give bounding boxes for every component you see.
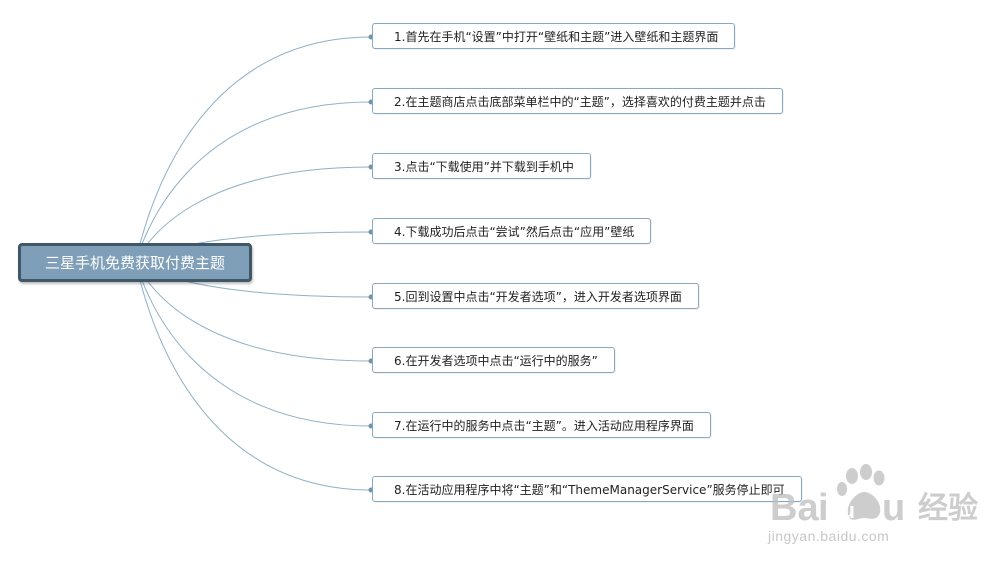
step-label: 2.在主题商店点击底部菜单栏中的“主题”，选择喜欢的付费主题并点击	[394, 94, 766, 109]
step-node-2[interactable]: 2.在主题商店点击底部菜单栏中的“主题”，选择喜欢的付费主题并点击	[372, 88, 783, 114]
step-label: 6.在开发者选项中点击“运行中的服务”	[394, 353, 598, 368]
step-label: 8.在活动应用程序中将“主题”和“ThemeManagerService”服务停…	[394, 482, 785, 497]
connector-line-7	[134, 261, 372, 427]
step-label: 7.在运行中的服务中点击“主题”。进入活动应用程序界面	[394, 418, 694, 433]
connector-line-1	[134, 36, 372, 263]
step-node-6[interactable]: 6.在开发者选项中点击“运行中的服务”	[372, 347, 615, 373]
step-label: 5.回到设置中点击“开发者选项”，进入开发者选项界面	[394, 289, 682, 304]
step-label: 4.下载成功后点击“尝试”然后点击“应用”壁纸	[394, 224, 635, 239]
step-label: 1.首先在手机“设置”中打开“壁纸和主题”进入壁纸和主题界面	[394, 29, 719, 44]
root-topic[interactable]: 三星手机免费获取付费主题	[18, 243, 252, 282]
step-node-5[interactable]: 5.回到设置中点击“开发者选项”，进入开发者选项界面	[372, 283, 699, 309]
connector-line-2	[134, 101, 372, 263]
step-node-4[interactable]: 4.下载成功后点击“尝试”然后点击“应用”壁纸	[372, 218, 652, 244]
step-node-7[interactable]: 7.在运行中的服务中点击“主题”。进入活动应用程序界面	[372, 412, 711, 438]
step-node-8[interactable]: 8.在活动应用程序中将“主题”和“ThemeManagerService”服务停…	[372, 476, 802, 502]
root-topic-label: 三星手机免费获取付费主题	[44, 254, 225, 272]
step-label: 3.点击“下载使用”并下载到手机中	[394, 159, 574, 174]
step-node-3[interactable]: 3.点击“下载使用”并下载到手机中	[372, 153, 591, 179]
step-node-1[interactable]: 1.首先在手机“设置”中打开“壁纸和主题”进入壁纸和主题界面	[372, 23, 736, 49]
